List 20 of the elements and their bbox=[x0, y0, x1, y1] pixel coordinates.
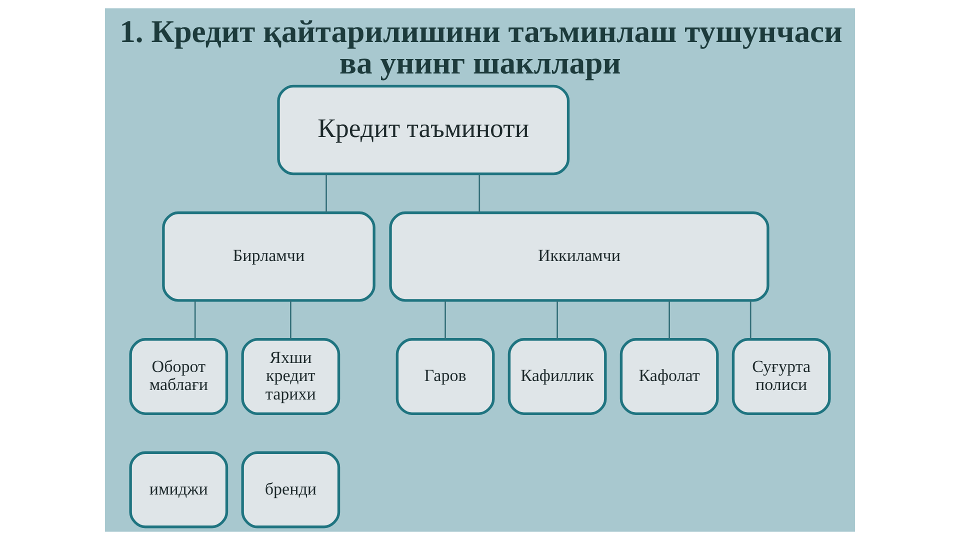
node-box: бренди bbox=[241, 451, 340, 528]
diagram-title: 1. Кредит қайтарилишини таъминлаш тушунчаси ва унинг шакллари bbox=[120, 14, 842, 81]
node-box: Кафиллик bbox=[508, 338, 607, 415]
connector bbox=[478, 174, 480, 213]
connector bbox=[194, 300, 196, 340]
node-box: Яхши кредит тарихи bbox=[241, 338, 340, 415]
node-box: Бирламчи bbox=[162, 211, 376, 302]
node-box: имиджи bbox=[129, 451, 228, 528]
node-box: Кредит таъминоти bbox=[277, 84, 570, 176]
node-box: Кафолат bbox=[620, 338, 719, 415]
node-box: Оборот маблағи bbox=[129, 338, 228, 415]
connector bbox=[290, 300, 292, 340]
node-box: Гаров bbox=[396, 338, 495, 415]
connector bbox=[556, 300, 558, 340]
connector bbox=[444, 300, 446, 340]
node-box: Суғурта полиси bbox=[732, 338, 831, 415]
node-box: Иккиламчи bbox=[389, 211, 770, 302]
connector bbox=[326, 174, 327, 213]
connector bbox=[750, 300, 752, 340]
connector bbox=[668, 300, 670, 340]
